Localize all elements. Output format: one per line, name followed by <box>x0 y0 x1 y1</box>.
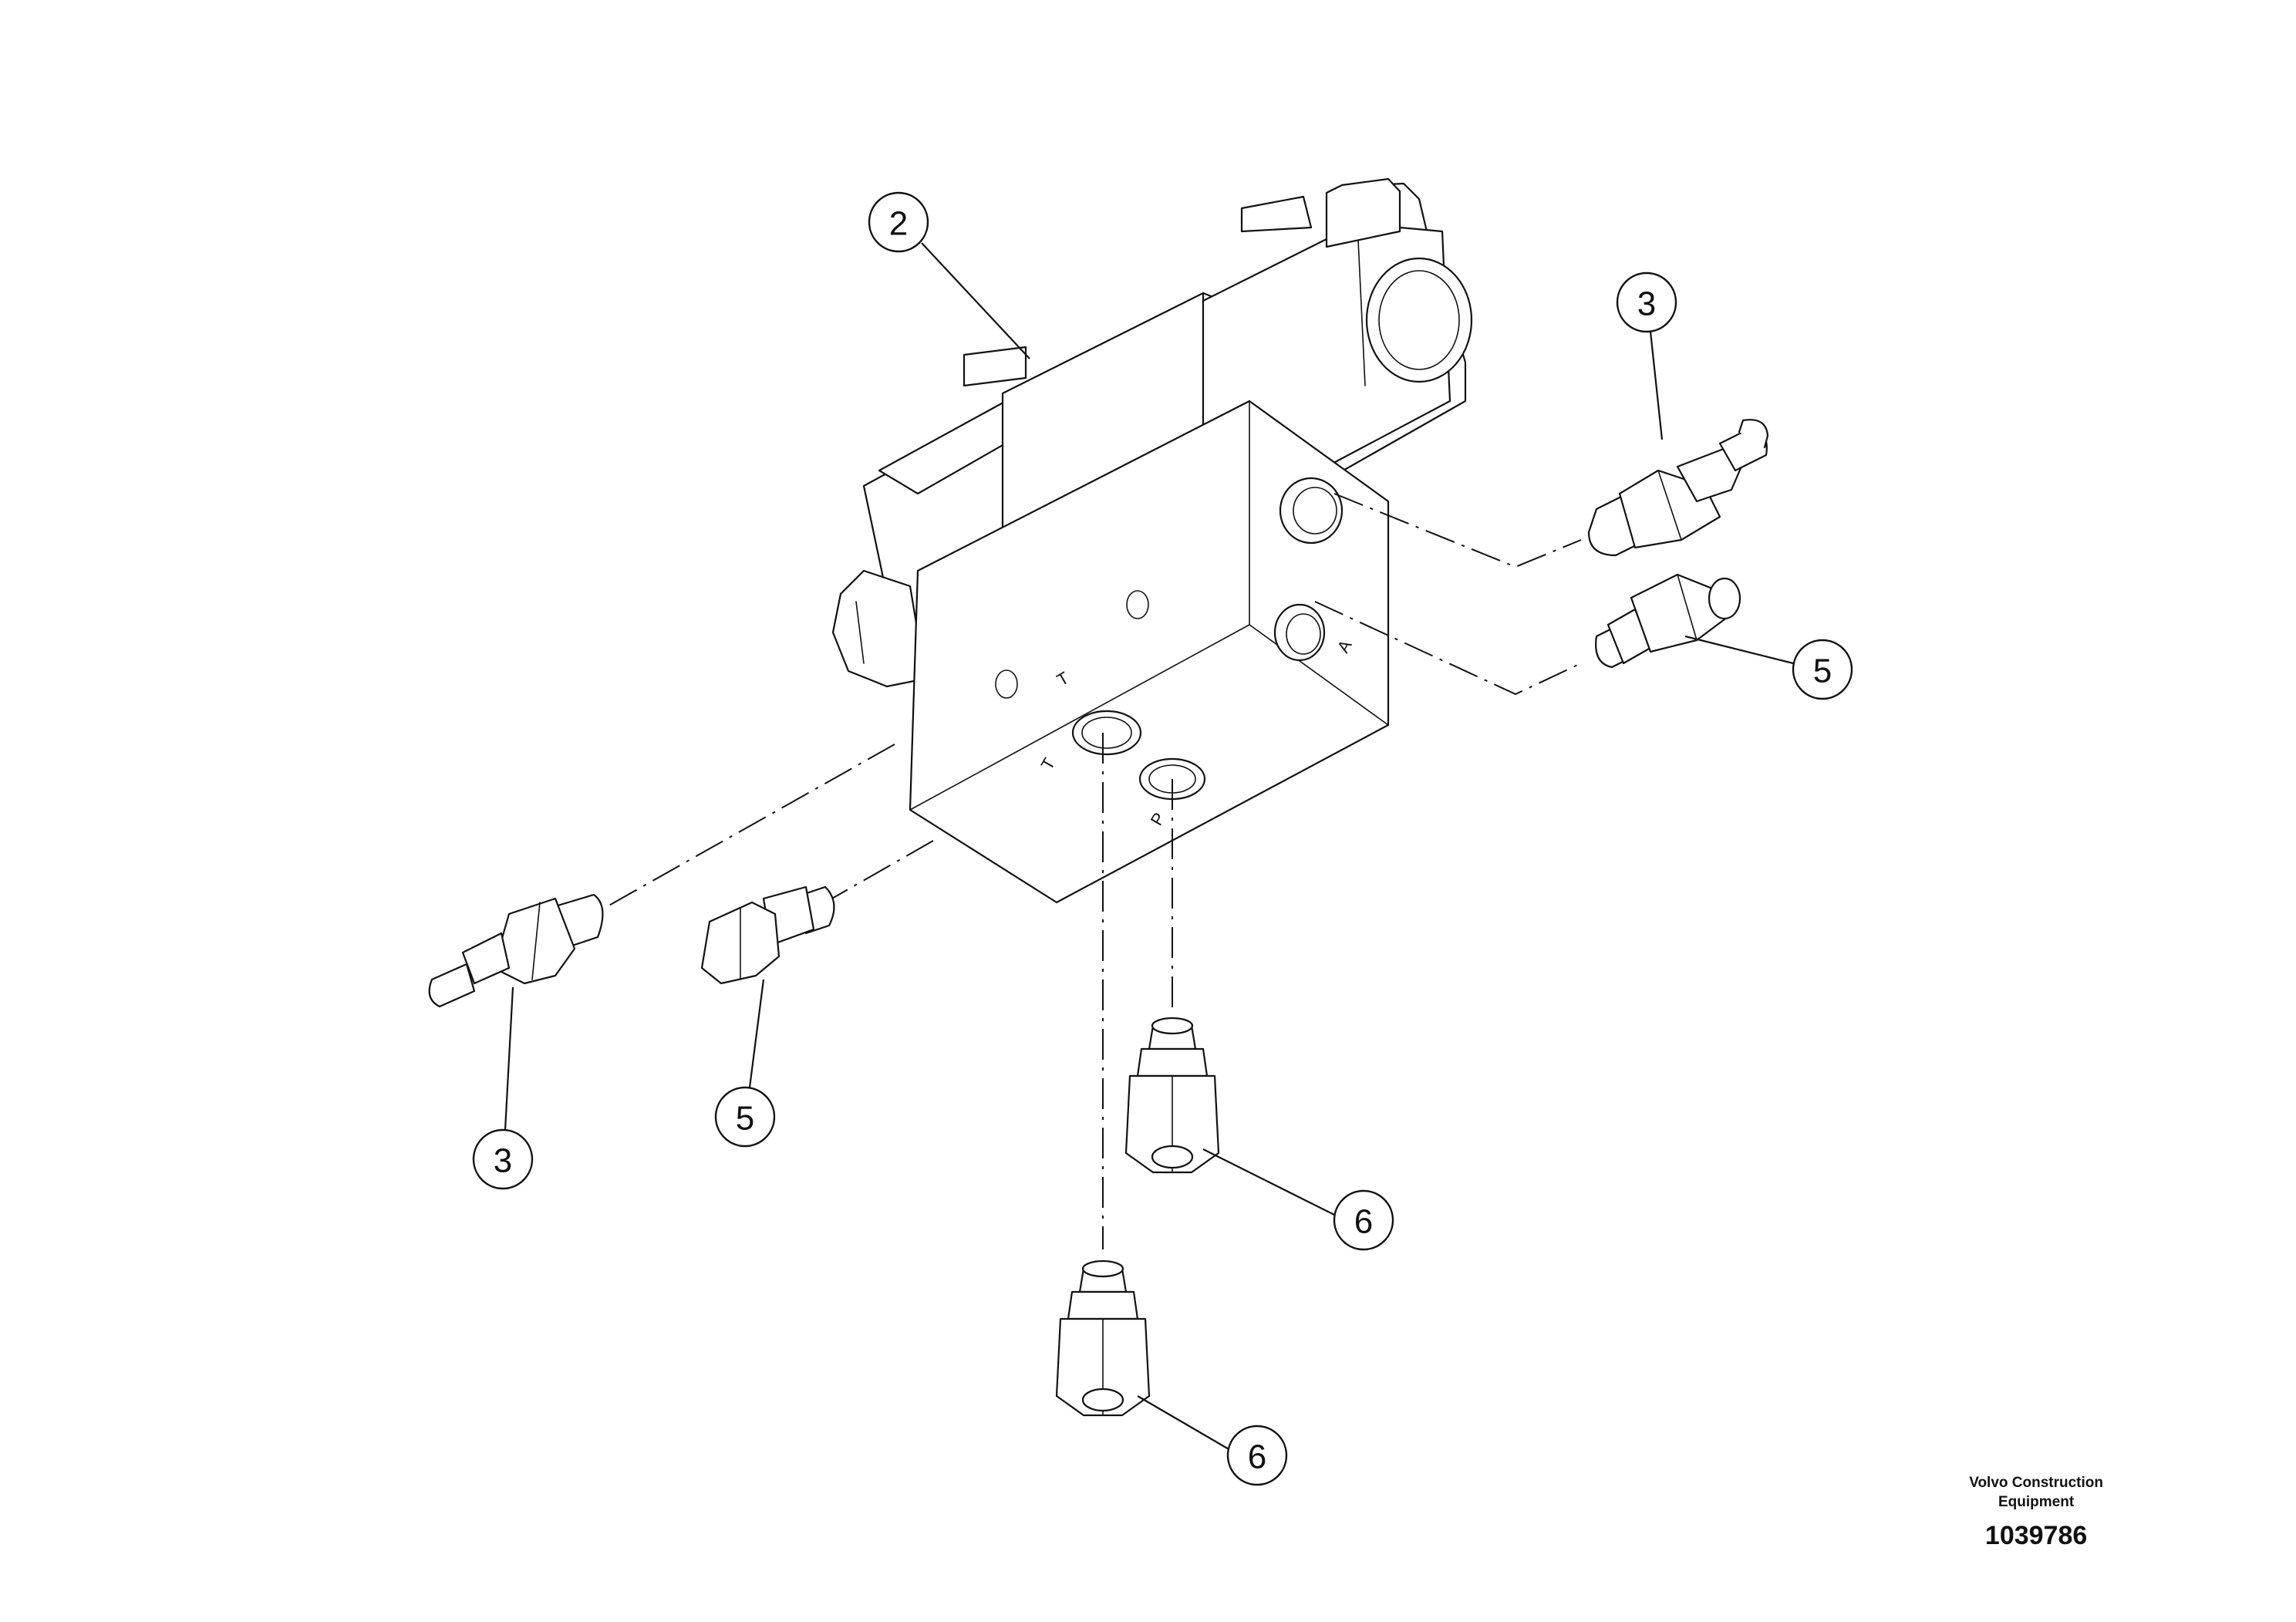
leader-lines <box>504 242 1794 1451</box>
callout-6-lower: 6 <box>1226 1425 1288 1486</box>
callout-5-left-number: 5 <box>736 1100 754 1138</box>
nipple-right <box>1595 573 1741 669</box>
callout-6-upper-number: 6 <box>1354 1203 1373 1241</box>
solenoid-valve-assembly: T T P A <box>831 177 1473 904</box>
drawing-number: 1039786 <box>1984 1521 2088 1550</box>
company-name-line2: Equipment <box>1998 1494 2075 1510</box>
fitting-upper <box>1124 1017 1220 1174</box>
callout-2: 2 <box>868 191 929 253</box>
callout-5-left: 5 <box>714 1086 776 1148</box>
callout-5-right-number: 5 <box>1813 653 1832 690</box>
title-block: Volvo Construction Equipment 1039786 <box>1969 1473 2103 1551</box>
callout-3-bottom-number: 3 <box>494 1142 512 1180</box>
connector-top-right <box>1587 419 1769 557</box>
callout-3-top: 3 <box>1616 271 1677 333</box>
connector-bottom-left <box>428 893 604 1008</box>
fitting-lower <box>1055 1259 1151 1417</box>
callout-3-top-number: 3 <box>1637 285 1656 323</box>
company-name-line1: Volvo Construction <box>1969 1475 2103 1491</box>
centre-lines <box>593 493 1582 1249</box>
callout-6-lower-number: 6 <box>1248 1438 1266 1476</box>
callout-3-bottom: 3 <box>472 1128 534 1190</box>
callout-5-right: 5 <box>1792 639 1853 700</box>
callout-2-number: 2 <box>889 205 908 243</box>
nipple-left <box>700 885 835 985</box>
callout-6-upper: 6 <box>1333 1189 1394 1251</box>
